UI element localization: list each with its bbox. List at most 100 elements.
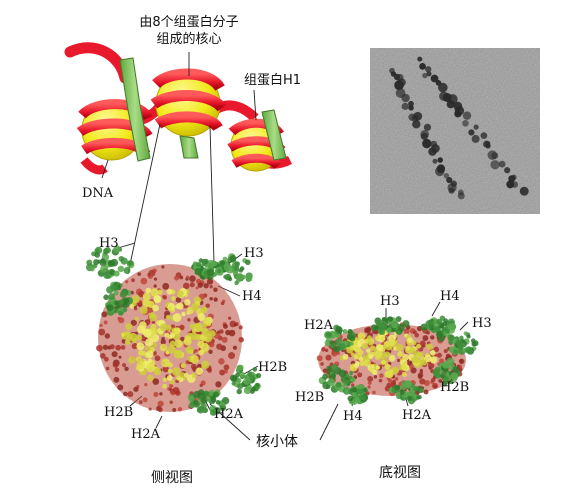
dna-atom	[216, 343, 223, 350]
dna-atom	[125, 280, 129, 284]
histone-core-atom	[384, 363, 391, 370]
histone-tail-atom	[439, 373, 445, 379]
histone-tail-atom	[324, 331, 332, 339]
histone-tail-atom	[198, 389, 205, 396]
histone-core-atom	[413, 357, 420, 364]
histone-core-atom	[161, 358, 171, 368]
histone-core-atom	[363, 359, 371, 367]
dna-atom	[160, 339, 166, 345]
dna-atom	[365, 327, 371, 334]
micrograph-bead	[480, 132, 488, 139]
histone-core-atom	[350, 352, 355, 357]
histone-tail-atom	[471, 341, 477, 347]
dna-atom	[180, 336, 185, 342]
dna-atom	[431, 377, 436, 383]
dna-atom	[206, 278, 214, 285]
histone-tail-atom	[325, 338, 331, 343]
dna-atom	[218, 358, 225, 365]
dna-atom	[174, 275, 180, 281]
dna-atom	[238, 325, 243, 330]
dna-atom	[351, 383, 355, 387]
dna-atom	[177, 406, 183, 412]
histone-tail-atom	[108, 260, 113, 265]
dna-atom	[213, 287, 218, 293]
histone-core-atom	[197, 313, 206, 321]
dna-atom	[157, 400, 164, 407]
histone-core-atom	[405, 345, 411, 351]
dna-atom	[220, 301, 225, 306]
histone-core-atom	[164, 332, 170, 338]
dna-atom	[131, 278, 135, 283]
histone-core-atom	[417, 351, 424, 358]
histone-tail-atom	[200, 396, 208, 404]
histone-core-atom	[166, 288, 173, 295]
micrograph-bead	[437, 157, 443, 163]
histone-tail-atom	[247, 371, 253, 377]
histone-tail-atom	[418, 388, 424, 393]
histone-core-atom	[162, 383, 168, 389]
micrograph-bead	[428, 147, 437, 156]
histone-core-atom	[366, 348, 371, 353]
histone-tail-atom	[106, 304, 114, 312]
dna-atom	[379, 373, 384, 378]
histone-tail-atom	[127, 260, 134, 267]
dna-atom	[321, 347, 326, 352]
histone-tail-atom	[196, 261, 202, 268]
histone-core-atom	[181, 311, 186, 317]
histone-tail-atom	[360, 394, 367, 401]
histone-tail-atom	[94, 252, 101, 258]
histone-tail-atom	[124, 297, 130, 304]
micrograph-bead	[422, 72, 428, 79]
micrograph-bead	[485, 143, 491, 149]
histone-core-atom	[134, 316, 139, 321]
label-core-line2: 组成的核心	[156, 32, 222, 47]
histone-core-atom	[412, 351, 420, 358]
dna-atom	[190, 363, 197, 370]
histone-core-atom	[375, 335, 380, 341]
histone-core-atom	[135, 366, 141, 371]
histone-core-atom	[147, 374, 154, 382]
histone-core-atom	[421, 359, 427, 366]
histone-tail-atom	[330, 372, 336, 379]
dna-atom	[103, 356, 109, 362]
histone-core-atom	[200, 306, 208, 314]
histone-tail-atom	[448, 379, 454, 385]
histone-tail-atom	[206, 396, 211, 401]
histone-tail-atom	[442, 381, 448, 387]
histone-tail-atom	[122, 307, 128, 313]
dna-atom	[423, 389, 429, 395]
histone-tail-atom	[237, 383, 244, 390]
histone-tail-atom	[381, 316, 387, 322]
histone-tail-atom	[450, 372, 459, 381]
histone-core-atom	[185, 346, 194, 355]
histone-core-atom	[145, 345, 152, 352]
dna-atom	[157, 407, 163, 413]
histone-tail-atom	[413, 386, 419, 392]
dna-atom	[118, 355, 122, 359]
label-side-view: 侧视图	[151, 470, 193, 486]
histone-core-atom	[359, 360, 366, 367]
histone-tail-atom	[331, 363, 338, 371]
micrograph-bead	[401, 102, 409, 110]
histone-core-atom	[183, 372, 189, 378]
micrograph-bead	[430, 140, 438, 148]
dna-atom	[430, 335, 435, 340]
micrograph-bead	[443, 172, 450, 179]
histone-core-atom	[184, 299, 191, 306]
dna-atom	[137, 272, 142, 276]
histone-core-atom	[429, 349, 436, 356]
histone-core-atom	[128, 356, 136, 364]
dna-atom	[422, 335, 429, 342]
histone-tail-atom	[350, 377, 356, 383]
histone-core-atom	[173, 350, 183, 359]
dna-atom	[410, 367, 417, 374]
histone-tail-atom	[200, 258, 206, 264]
histone-tail-atom	[223, 274, 228, 280]
histone-tail-atom	[327, 378, 336, 387]
histone-core-atom	[147, 358, 153, 363]
electron-micrograph	[370, 48, 540, 214]
histone-tail-atom	[351, 387, 358, 393]
dna-atom	[227, 316, 232, 320]
label-bottom-h2b-right: H2B	[440, 380, 470, 395]
